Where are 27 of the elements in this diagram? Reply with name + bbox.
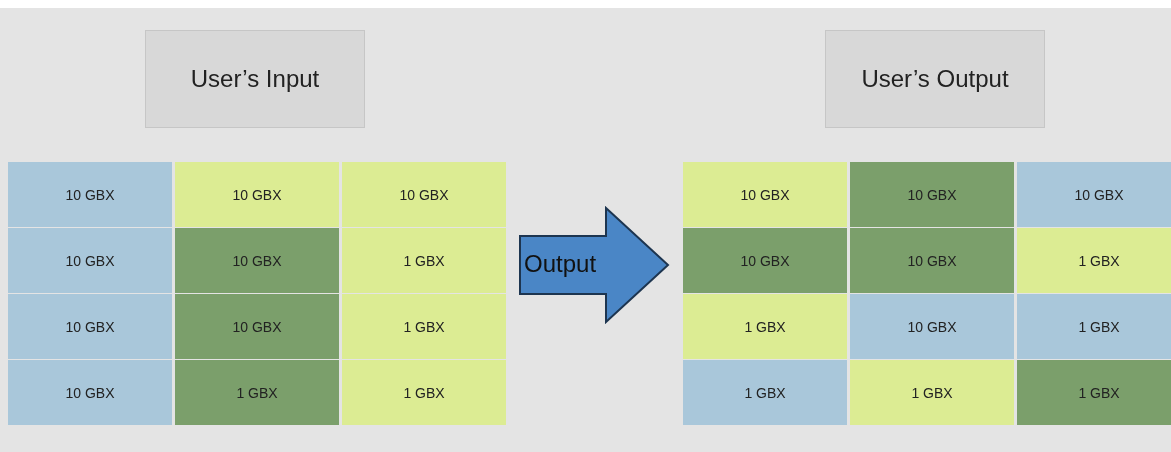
table-cell: 10 GBX (8, 228, 172, 293)
table-cell: 1 GBX (1017, 360, 1171, 425)
table-cell: 10 GBX (175, 294, 339, 359)
table-cell: 1 GBX (342, 228, 506, 293)
table-cell: 1 GBX (175, 360, 339, 425)
table-cell: 10 GBX (175, 162, 339, 227)
table-cell: 10 GBX (850, 162, 1014, 227)
table-cell: 10 GBX (342, 162, 506, 227)
table-cell: 10 GBX (8, 162, 172, 227)
table-cell: 1 GBX (850, 360, 1014, 425)
table-cell: 1 GBX (342, 360, 506, 425)
table-cell: 1 GBX (1017, 294, 1171, 359)
table-cell: 1 GBX (1017, 228, 1171, 293)
table-cell: 10 GBX (8, 294, 172, 359)
heading-box: User’s Input (145, 30, 365, 128)
table-cell: 10 GBX (8, 360, 172, 425)
table-cell: 10 GBX (175, 228, 339, 293)
heading-box: User’s Output (825, 30, 1045, 128)
block-arrow: Output (518, 206, 670, 324)
table-cell: 10 GBX (1017, 162, 1171, 227)
table-cell: 10 GBX (850, 228, 1014, 293)
table-cell: 1 GBX (683, 360, 847, 425)
table-cell: 10 GBX (683, 228, 847, 293)
table-cell: 1 GBX (683, 294, 847, 359)
table-cell: 10 GBX (850, 294, 1014, 359)
table-cell: 1 GBX (342, 294, 506, 359)
table-cell: 10 GBX (683, 162, 847, 227)
